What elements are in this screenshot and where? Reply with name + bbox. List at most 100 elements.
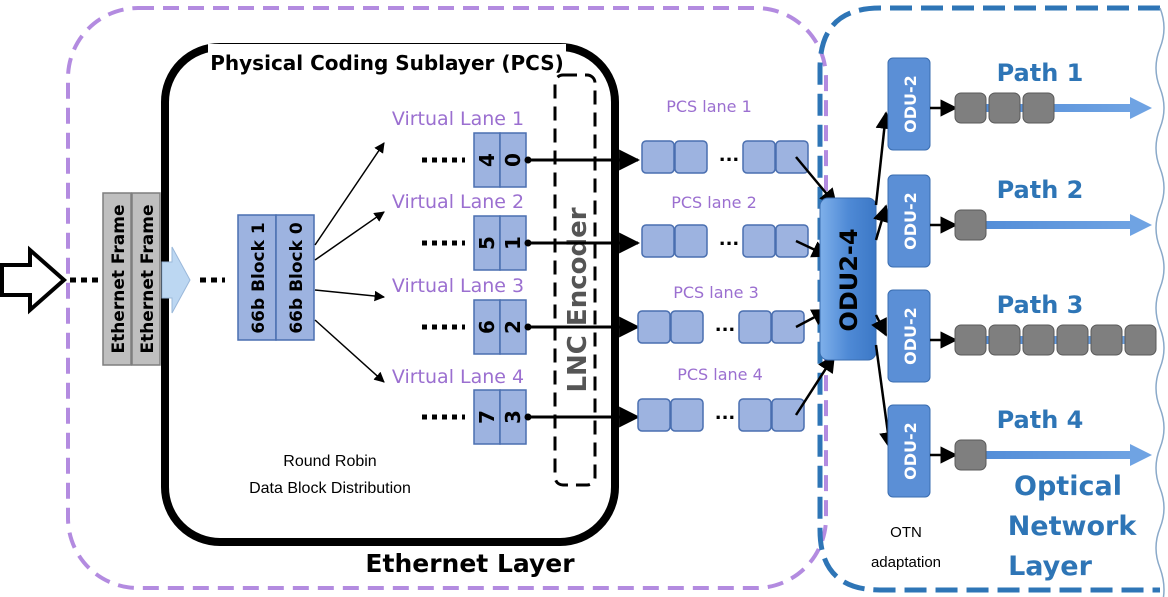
pcs-box xyxy=(161,43,619,546)
distribution-arrow xyxy=(314,289,386,302)
pcs-lane-label: PCS lane 3 xyxy=(673,283,759,302)
66b-block-label: 66b Block 0 xyxy=(287,222,307,334)
path-line xyxy=(960,451,1132,459)
optical-layer-label: Optical xyxy=(1014,471,1122,502)
pcs-lanes: PCS lane 1...PCS lane 2...PCS lane 3...P… xyxy=(637,97,838,432)
distribution-arrow xyxy=(314,142,385,246)
pcs-lane-block xyxy=(674,140,708,174)
round-robin-note: Data Block Distribution xyxy=(249,480,411,497)
path-packet xyxy=(954,324,987,356)
path-arrowhead-icon xyxy=(1130,444,1152,466)
lnc-encoder-box xyxy=(553,73,597,487)
path-label: Path 4 xyxy=(997,406,1084,434)
round-robin-note: Round Robin xyxy=(283,453,376,470)
path-label: Path 2 xyxy=(997,176,1084,204)
path-packet xyxy=(954,92,987,124)
pcs-lane-block xyxy=(670,398,704,432)
path-packet xyxy=(954,209,987,241)
ethernet-frame-block xyxy=(102,192,132,366)
lane-dot-start xyxy=(524,323,532,331)
odu2-label: ODU-2 xyxy=(901,75,920,133)
odu24-label: ODU2-4 xyxy=(835,228,863,331)
pcs-lane-block xyxy=(771,310,805,344)
path-packet xyxy=(954,439,987,471)
to-odu24-arrow xyxy=(795,156,838,207)
otn-adaptation-label: adaptation xyxy=(871,554,941,571)
pcs-lane-block xyxy=(637,398,671,432)
ethernet-layer-label: Ethernet Layer xyxy=(365,549,575,578)
lane-cell xyxy=(499,132,527,188)
pcs-lane-block xyxy=(742,140,776,174)
optical-layer-label: Network xyxy=(1008,511,1138,542)
pcs-lane-block xyxy=(637,310,671,344)
lane-dot-start xyxy=(524,156,532,164)
66b-block-label: 66b Block 1 xyxy=(249,222,269,333)
lane-cell-label: 7 xyxy=(475,410,499,424)
lane-cell xyxy=(499,299,527,355)
odu2-block xyxy=(887,289,931,383)
lane-cell xyxy=(473,299,501,355)
lane-cell xyxy=(499,215,527,271)
lane-cell-label: 4 xyxy=(475,153,499,167)
pcs-title-bg xyxy=(208,44,566,78)
virtual-lane-label: Virtual Lane 2 xyxy=(392,191,524,213)
lane-cell-label: 6 xyxy=(475,320,499,334)
path-packet xyxy=(1090,324,1123,356)
lane-cell-label: 3 xyxy=(501,410,525,424)
path-line xyxy=(960,221,1132,229)
pcs-lane-block xyxy=(771,398,805,432)
pcs-lane-dots: ... xyxy=(715,403,736,424)
ethernet-frame-label: Ethernet Frame xyxy=(109,204,129,353)
path-packet xyxy=(1056,324,1089,356)
path-packet xyxy=(1022,92,1055,124)
lane-dot-start xyxy=(524,239,532,247)
input-arrow-icon xyxy=(0,245,68,315)
odu2-label: ODU-2 xyxy=(901,192,920,250)
path-label: Path 3 xyxy=(997,291,1084,319)
pcs-title: Physical Coding Sublayer (PCS) xyxy=(210,51,564,75)
frame-arrow-icon xyxy=(161,246,191,314)
lane-cell-label: 5 xyxy=(475,236,499,250)
odu2-block xyxy=(887,404,931,498)
optical-wavy-edge xyxy=(1155,7,1165,597)
pcs-lane-block xyxy=(742,224,776,258)
lane-cell xyxy=(473,215,501,271)
pcs-lane-block xyxy=(641,224,675,258)
pcs-lane-dots: ... xyxy=(719,145,740,166)
lane-cell-label: 1 xyxy=(501,236,525,250)
pcs-lane-block xyxy=(641,140,675,174)
pcs-lane-block xyxy=(670,310,704,344)
odu24-block xyxy=(819,197,877,361)
pcs-lane-block xyxy=(775,140,809,174)
pcs-lane-dots: ... xyxy=(719,229,740,250)
pcs-lane-block xyxy=(775,224,809,258)
distribution-arrow xyxy=(314,319,385,383)
path-label: Path 1 xyxy=(997,59,1084,87)
pcs-lane-block xyxy=(738,310,772,344)
ethernet-frame-label: Ethernet Frame xyxy=(138,204,158,353)
ethernet-frames: Ethernet Frame Ethernet Frame xyxy=(102,192,161,366)
path-arrowhead-icon xyxy=(1130,214,1152,236)
path-packet xyxy=(988,324,1021,356)
pcs-lane-dots: ... xyxy=(715,315,736,336)
ethernet-layer-region xyxy=(66,6,828,590)
odu2-label: ODU-2 xyxy=(901,422,920,480)
pcs-lane-label: PCS lane 1 xyxy=(666,97,752,116)
path-arrowhead-icon xyxy=(1130,97,1152,119)
path-packet xyxy=(988,92,1021,124)
pcs-lane-label: PCS lane 4 xyxy=(677,365,763,384)
lane-cell-label: 0 xyxy=(501,153,525,167)
pcs-lane-block xyxy=(738,398,772,432)
odu2-block xyxy=(887,174,931,268)
lane-cell-label: 2 xyxy=(501,320,525,334)
lnc-encoder-label: LNC Encoder xyxy=(563,207,593,392)
virtual-lane-label: Virtual Lane 3 xyxy=(392,275,524,297)
from-odu24-arrow xyxy=(873,204,890,241)
path-packet xyxy=(1124,324,1157,356)
odu2-block xyxy=(887,57,931,151)
lane-dot-start xyxy=(524,413,532,421)
virtual-lane-label: Virtual Lane 4 xyxy=(392,366,524,388)
